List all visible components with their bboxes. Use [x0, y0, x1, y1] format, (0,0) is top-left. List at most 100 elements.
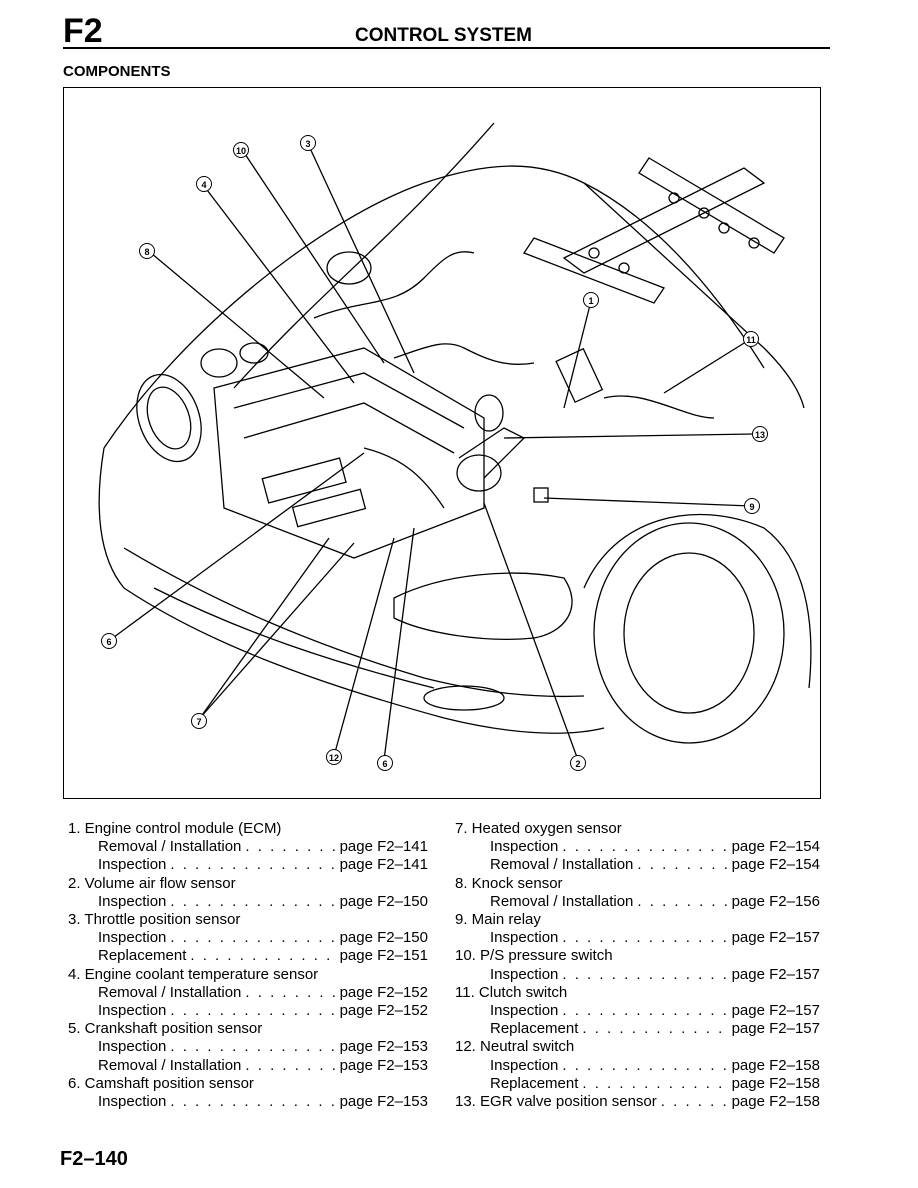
front-wheel-inner	[623, 552, 755, 714]
procedure-entry: Inspection page F2–157	[455, 966, 820, 984]
list-item: 4. Engine coolant temperature sensor Rem…	[68, 966, 428, 1021]
procedure-label: Inspection	[98, 892, 167, 910]
cam-cover-2	[243, 402, 455, 454]
hose-1	[313, 251, 475, 319]
components-list-right: 7. Heated oxygen sensor Inspectionpage F…	[455, 820, 820, 1111]
throttle-body	[474, 394, 504, 432]
callout-13: 13	[752, 426, 768, 442]
procedure-label: Inspection	[490, 1056, 559, 1074]
procedure-label: Inspection	[98, 856, 167, 874]
hood-right-edge	[583, 182, 805, 409]
procedure-entry: Inspectionpage F2–158	[455, 1057, 820, 1075]
callout-4: 4	[196, 176, 212, 192]
procedure-label: Replacement	[98, 947, 187, 965]
page-reference: page F2–153	[339, 1056, 428, 1074]
page-reference: page F2–157	[731, 965, 820, 983]
injector-6	[748, 237, 760, 249]
leader-6-left	[109, 452, 365, 641]
leader-dots	[637, 893, 727, 911]
page-number: F2–140	[60, 1148, 128, 1170]
list-item: 12. Neutral switch Inspectionpage F2–158…	[455, 1038, 820, 1093]
procedure-label: Removal / Installation	[98, 1056, 242, 1074]
procedure-entry: Replacementpage F2–151	[68, 947, 428, 965]
leader-dots	[562, 966, 727, 984]
procedure-label: Inspection	[490, 929, 559, 947]
callout-9: 9	[744, 498, 760, 514]
procedure-entry: Replacementpage F2–157	[455, 1020, 820, 1038]
procedure-label: Inspection	[98, 1002, 167, 1020]
intake-duct	[458, 427, 526, 479]
procedure-label: Removal / Installation	[490, 856, 634, 874]
leader-dots	[637, 856, 727, 874]
front-bumper	[98, 447, 605, 734]
list-item: 13. EGR valve position sensorpage F2–158	[455, 1093, 820, 1111]
callout-7: 7	[191, 713, 207, 729]
procedure-label: Inspection	[98, 1038, 167, 1056]
leader-dots	[170, 1002, 335, 1020]
list-item: 8. Knock sensor Removal / Installationpa…	[455, 875, 820, 911]
engine-bay-drawing	[98, 122, 812, 761]
procedure-entry: Removal / Installationpage F2–141	[68, 838, 428, 856]
left-reservoir	[200, 348, 238, 378]
procedure-label: Replacement	[490, 1020, 579, 1038]
page-reference: page F2–141	[339, 838, 428, 856]
injector-3	[668, 192, 680, 204]
page-reference: page F2–157	[731, 929, 820, 947]
front-wheel	[593, 522, 785, 744]
injector-5	[718, 222, 730, 234]
procedure-entry: 13. EGR valve position sensorpage F2–158	[455, 1093, 820, 1111]
procedure-entry: Removal / Installationpage F2–154	[455, 856, 820, 874]
leader-12	[333, 537, 395, 757]
callout-8: 8	[139, 243, 155, 259]
components-list-left: 1. Engine control module (ECM) Removal /…	[68, 820, 428, 1111]
page-reference: page F2–153	[339, 1093, 428, 1111]
leader-dots	[562, 1057, 727, 1075]
leader-dots	[562, 838, 727, 856]
procedure-entry: Removal / Installationpage F2–156	[455, 893, 820, 911]
injector-2	[618, 262, 630, 274]
component-title: 11. Clutch switch	[455, 983, 568, 1001]
injector-4	[698, 207, 710, 219]
engine-bay-illustration: 10 3 4 8 1 11 13 9 6 7 12 6 2	[63, 87, 821, 799]
leader-dots	[170, 856, 335, 874]
leader-dots	[170, 929, 335, 947]
harness-right	[603, 395, 715, 419]
fuel-rail-right	[638, 157, 785, 254]
leader-7a	[199, 537, 330, 719]
list-item: 5. Crankshaft position sensor Inspection…	[68, 1020, 428, 1075]
leader-dots	[582, 1075, 727, 1093]
procedure-label: Inspection	[98, 929, 167, 947]
right-headlight	[393, 572, 573, 640]
components-heading: COMPONENTS	[63, 63, 171, 80]
bumper-line	[123, 547, 585, 698]
callout-11: 11	[743, 331, 759, 347]
leader-dots	[661, 1093, 728, 1111]
intake-manifold	[261, 457, 347, 504]
leader-8	[150, 252, 325, 399]
procedure-entry: Replacementpage F2–158	[455, 1075, 820, 1093]
leader-dots	[190, 947, 335, 965]
procedure-label: Removal / Installation	[490, 892, 634, 910]
procedure-entry: Inspectionpage F2–150	[68, 893, 428, 911]
fog-lamp	[423, 685, 505, 711]
air-flow-sensor	[456, 454, 502, 492]
injector-1	[588, 247, 600, 259]
callout-10: 10	[233, 142, 249, 158]
component-title: 9. Main relay	[455, 911, 541, 929]
component-title: 2. Volume air flow sensor	[68, 874, 236, 892]
component-title: 3. Throttle position sensor	[68, 911, 241, 929]
hood-edge	[233, 122, 495, 389]
procedure-entry: Inspectionpage F2–153	[68, 1093, 428, 1111]
callout-6-left: 6	[101, 633, 117, 649]
component-title: 10. P/S pressure switch	[455, 947, 613, 965]
leader-dots	[245, 984, 335, 1002]
procedure-label: Inspection	[490, 965, 559, 983]
section-code: F2	[63, 12, 103, 50]
list-item: 10. P/S pressure switch Inspection page F…	[455, 947, 820, 983]
cam-cover	[233, 372, 465, 429]
procedure-entry: Removal / Installation page F2–153	[68, 1057, 428, 1075]
leader-11	[663, 339, 750, 394]
fuel-rail-upper	[562, 167, 766, 274]
list-item: 9. Main relay Inspection page F2–157	[455, 911, 820, 947]
main-relay	[533, 487, 549, 503]
